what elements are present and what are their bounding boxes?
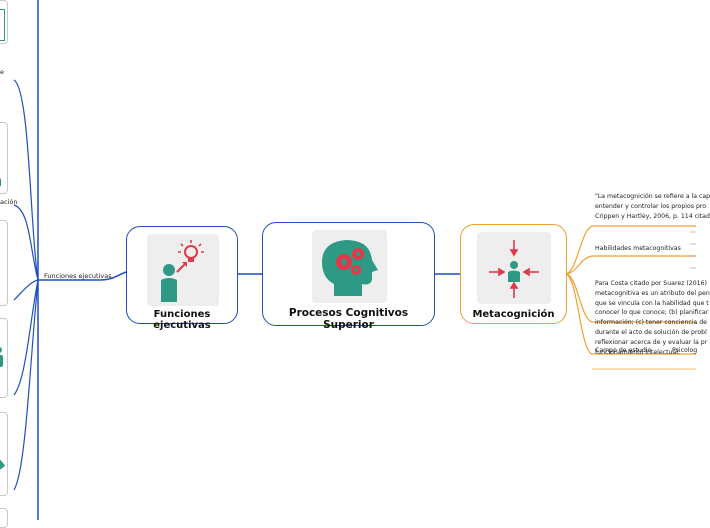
left-branch-label[interactable]: Funciones ejecutivas (44, 272, 112, 280)
text-line: información; (c) tener conciencia de (595, 319, 707, 327)
person-head-icon (0, 347, 2, 353)
left-card-2[interactable] (0, 122, 8, 194)
text-line: "La metacognición se refiere a la cap (595, 193, 710, 200)
costa-text[interactable]: Para Costa citado por Suarez (2016) meta… (595, 253, 710, 357)
node-title: Funciones ejecutivas (153, 309, 211, 331)
text-line: metacognitiva es un atributo del pen (595, 289, 710, 297)
campo-label[interactable]: Campo de estudio (595, 347, 652, 354)
document-icon (0, 9, 5, 41)
text-line: funcionamiento intelectual. (595, 348, 680, 356)
habilidades-label[interactable]: Habilidades metacognitivas (595, 245, 681, 252)
text-line: entender y controlar los propios pro (595, 202, 707, 210)
left-card-6[interactable] (0, 508, 8, 528)
left-card-3[interactable] (0, 220, 8, 306)
node-title: Metacognición (472, 309, 555, 320)
head-gears-icon (312, 230, 387, 303)
tool-icon (0, 456, 6, 470)
left-card-1[interactable] (0, 0, 8, 44)
psicologia-label[interactable]: Psicolog (672, 347, 698, 354)
text-line: Para Costa citado por Suarez (2016) (595, 280, 707, 287)
person-icon (0, 178, 1, 187)
funciones-ejecutivas-node[interactable]: Funciones ejecutivas (126, 226, 238, 331)
left-edge-label: ación (0, 198, 18, 206)
left-card-5[interactable] (0, 412, 8, 496)
metacognicion-node[interactable]: Metacognición (460, 224, 567, 324)
text-line: reflexionar acerca de y evaluar la pr (595, 338, 708, 346)
person-lightbulb-icon (147, 234, 219, 306)
left-edge-label: e (0, 68, 4, 76)
person-arrows-icon (477, 232, 551, 304)
central-node[interactable]: Procesos Cognitivos Superior (262, 222, 435, 331)
connector-lines (13, 0, 696, 520)
text-line: durante el acto de solución de probl (595, 328, 707, 336)
text-line: conocer lo que conoce; (b) planificar (595, 309, 709, 317)
person-body-icon (0, 355, 3, 367)
node-title: Procesos Cognitivos Superior (288, 307, 409, 331)
text-line: Crippen y Hartley, 2006, p. 114 citad (595, 212, 710, 220)
left-card-4[interactable] (0, 318, 8, 398)
text-line: que se vincula con la habilidad que t (595, 299, 709, 307)
quote-text[interactable]: "La metacognición se refiere a la cap en… (595, 192, 710, 221)
